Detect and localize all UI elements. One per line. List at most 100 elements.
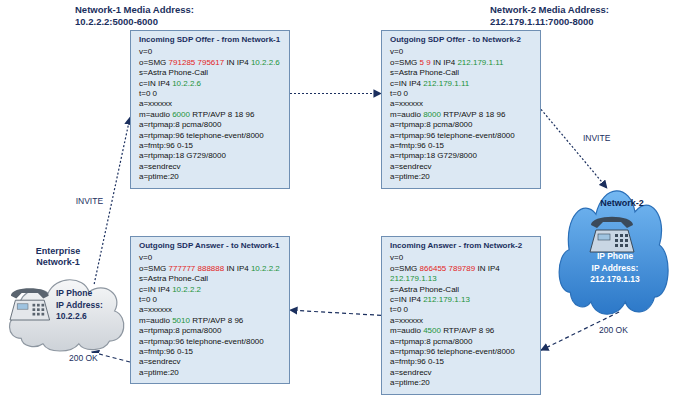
sdp-line: a=xxxxxx (390, 316, 535, 326)
sdp-field: 18 (485, 110, 496, 119)
message-label: 200 OK (598, 325, 629, 335)
sdp-field: 8 (479, 326, 486, 335)
sdp-line: a=sendrecv (139, 357, 284, 367)
phone-key (33, 304, 36, 307)
sdp-field: c=IN (390, 79, 409, 88)
sdp-field: 9 (426, 58, 433, 67)
sdp-field: o=SMG (390, 264, 420, 273)
network-name: Network-2 (592, 198, 652, 209)
sdp-line: a=fmtp:96 0-15 (139, 347, 284, 357)
sdp-message-box: Incoming SDP Offer - from Network-1 v=0o=… (130, 30, 290, 189)
sdp-line: m=audio 4500 RTP/AVP 8 96 (390, 326, 535, 336)
sdp-line: c=IN IP4 10.2.2.2 (139, 285, 284, 295)
sdp-line: v=0 (139, 47, 284, 57)
phone-label: IP Phone (56, 288, 126, 299)
sip-message-arrow (290, 93, 381, 94)
sdp-field: 212.179.1.11 (457, 58, 503, 67)
phone-key (620, 239, 623, 242)
phone-key (620, 244, 623, 247)
sdp-field: IP4 (443, 58, 457, 67)
sdp-line: t=0 0 (390, 305, 535, 315)
sdp-field: 795617 (198, 58, 227, 67)
sdp-field: o=SMG (139, 58, 169, 67)
phone-label: IP Phone (580, 251, 650, 262)
phone-key (42, 304, 45, 307)
sdp-line: a=sendrecv (390, 162, 535, 172)
sdp-field: m=audio (139, 110, 172, 119)
sdp-line: m=audio 8000 RTP/AVP 8 18 96 (390, 110, 535, 120)
sdp-message-box: Outgoing SDP Offer - to Network-2v=0o=SM… (381, 30, 541, 189)
phone-key (625, 239, 628, 242)
sdp-field: m=audio (390, 326, 423, 335)
sdp-field: IP4 (488, 264, 500, 273)
sdp-line: o=SMG 791285 795617 IN IP4 10.2.2.6 (139, 58, 284, 68)
phone-key (37, 313, 40, 316)
sdp-line: a=rtpmap:18 G729/8000 (390, 151, 535, 161)
sdp-field: 8 (228, 110, 235, 119)
sdp-line: a=sendrecv (139, 162, 284, 172)
sdp-line: a=ptime:20 (390, 172, 535, 182)
sdp-line: o=SMG 5 9 IN IP4 212.179.1.11 (390, 58, 535, 68)
sdp-field: 8000 (423, 110, 443, 119)
phone-key (620, 234, 623, 237)
phone-key (42, 308, 45, 311)
media-address-label: 10.2.2.2:5000-6000 (75, 16, 158, 28)
sdp-field: 18 (234, 110, 245, 119)
sdp-field: 5 (420, 58, 427, 67)
box-heading: Incoming SDP Offer - from Network-1 (139, 35, 284, 45)
sdp-field: RTP/AVP (192, 316, 228, 325)
sdp-field: o=SMG (390, 58, 420, 67)
phone-handset (11, 288, 49, 298)
sdp-field: 6000 (172, 110, 192, 119)
sdp-field: 212.179.1.13 (390, 274, 437, 283)
sdp-line: c=IN IP4 10.2.2.6 (139, 79, 284, 89)
sdp-line: a=fmtp:96 0-15 (390, 141, 535, 151)
sdp-line: a=rtpmap:18 G729/8000 (139, 151, 284, 161)
sdp-field: IP4 (409, 79, 423, 88)
ip-phone-icon (590, 217, 634, 252)
sdp-field: RTP/AVP (192, 110, 228, 119)
sdp-field: IP4 (237, 58, 251, 67)
sdp-field: m=audio (139, 316, 172, 325)
phone-screen (17, 304, 28, 309)
phone-key (625, 234, 628, 237)
sdp-line: a=rtpmap:96 telephone-event/8000 (139, 337, 284, 347)
sdp-line: t=0 0 (390, 89, 535, 99)
sdp-line: v=0 (390, 253, 535, 263)
sdp-field: 96 (234, 316, 243, 325)
sdp-line: s=Astra Phone-Call (390, 68, 535, 78)
network-cloud: Network-2IP PhoneIP Address: 212.179.1.1… (552, 174, 674, 316)
sdp-line: a=xxxxxx (139, 99, 284, 109)
sdp-field: IN (477, 264, 487, 273)
sip-message-arrow (290, 310, 381, 315)
network-name: Enterprise Network-1 (18, 246, 98, 268)
sdp-line: a=ptime:20 (139, 172, 284, 182)
sdp-line: a=sendrecv (390, 368, 535, 378)
sdp-line: a=rtpmap:96 telephone-event/8000 (390, 347, 535, 357)
sip-message-arrow (541, 109, 607, 188)
sdp-field: 777777 (169, 264, 198, 273)
sdp-line: o=SMG 777777 888888 IN IP4 10.2.2.2 (139, 264, 284, 274)
ip-phone-icon (10, 288, 50, 320)
sdp-line: s=Astra Phone-Call (390, 285, 535, 295)
sdp-field: RTP/AVP (443, 110, 479, 119)
sdp-field: m=audio (390, 110, 423, 119)
sdp-field: c=IN (390, 295, 409, 304)
media-address-label: 212.179.1.11:7000-8000 (490, 16, 594, 28)
sdp-line: a=fmtp:96 0-15 (139, 141, 284, 151)
phone-key (37, 304, 40, 307)
sdp-line: o=SMG 866455 789789 IN IP4 212.179.1.13 (390, 264, 535, 285)
sdp-line: a=ptime:20 (390, 378, 535, 388)
sdp-message-box: Outgoing SDP Answer - to Network-1v=0o=S… (130, 236, 290, 384)
sdp-line: t=0 0 (139, 295, 284, 305)
sdp-field: 10.2.2.2 (172, 285, 201, 294)
sdp-field: 866455 (420, 264, 449, 273)
sdp-field: 791285 (169, 58, 198, 67)
phone-body (10, 300, 50, 320)
sdp-field: 10.2.2.2 (251, 264, 280, 273)
phone-body (590, 230, 634, 252)
sdp-field: 5010 (172, 316, 192, 325)
phone-screen (598, 234, 610, 240)
sdp-field: IP4 (409, 295, 423, 304)
message-label: INVITE (75, 196, 104, 206)
